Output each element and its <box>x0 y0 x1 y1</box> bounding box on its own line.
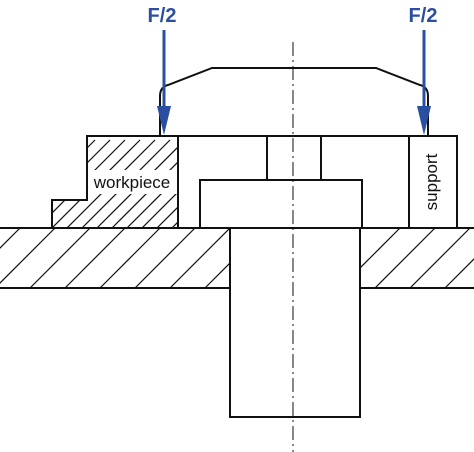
support-label: support <box>422 153 441 210</box>
bolt-head <box>199 179 363 229</box>
force-label-right: F/2 <box>409 5 438 27</box>
clamp-top <box>159 67 429 136</box>
force-arrow-right: F/2 <box>409 5 438 135</box>
base-plate-left <box>0 227 230 289</box>
bolt-stem <box>266 135 322 181</box>
force-arrow-left: F/2 <box>148 5 177 135</box>
support: support <box>408 135 458 229</box>
bolt-shank <box>229 227 361 418</box>
workpiece-label: workpiece <box>93 173 171 192</box>
force-label-left: F/2 <box>148 5 177 27</box>
workpiece-label-background <box>88 170 177 194</box>
